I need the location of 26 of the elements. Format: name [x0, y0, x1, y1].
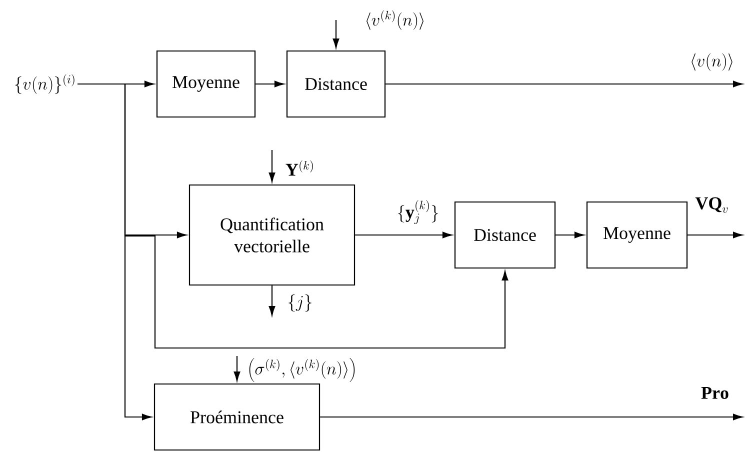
arrow [268, 286, 276, 316]
process-box: Quantification vectorielle [188, 184, 356, 286]
arrow [688, 232, 743, 238]
input-label: $\{v(n)\}^{(i)}$ [15, 74, 74, 94]
process-box: Proéminence [154, 383, 320, 451]
arrow [556, 232, 584, 238]
arrow [386, 80, 743, 88]
edge-label: $\langle v^{(k)}(n)\rangle$ [364, 9, 426, 31]
arrow [355, 232, 452, 238]
arrow [268, 150, 276, 182]
edge-label: $\langle v(n)\rangle$ [688, 52, 736, 72]
arrow [256, 80, 284, 88]
edge-label: $\left(\sigma^{(k)},\langle v^{(k)}(n)\rangle\right)$ [246, 357, 358, 383]
arrow [78, 83, 152, 420]
process-box: Distance [286, 50, 386, 118]
arrow [320, 414, 743, 420]
process-box: Moyenne [156, 50, 256, 118]
process-box: Moyenne [586, 201, 688, 269]
arrow [234, 356, 240, 382]
process-box: Distance [454, 201, 556, 269]
arrow [332, 20, 340, 48]
edge-label: $\mathbf{Pro}$ [700, 386, 730, 400]
edge-label: $\{\mathbf{y}_j^{(k)}\}$ [396, 199, 440, 225]
edge-label: $\mathbf{Y}^{(k)}$ [284, 159, 316, 177]
edge-label: $\mathbf{VQ}_v$ [694, 196, 730, 214]
edge-label: $\{j\}$ [286, 293, 314, 313]
